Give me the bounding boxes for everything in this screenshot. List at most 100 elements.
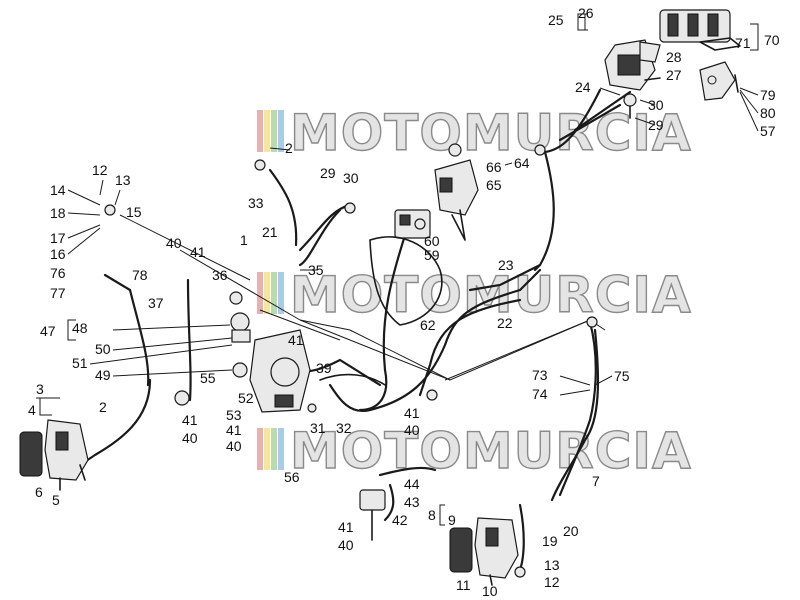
part-label-4: 4 [28, 402, 36, 418]
part-label-37: 37 [148, 295, 164, 311]
watermark-stripe-yellow [264, 428, 270, 470]
disc-outline [369, 236, 443, 326]
part-label-52: 52 [238, 390, 254, 406]
banjo-fitting [426, 389, 438, 401]
valve-port [399, 214, 411, 226]
bolt [79, 464, 86, 481]
part-label-77: 77 [50, 285, 66, 301]
part-number-labels: 25 26 70 71 28 27 24 30 29 79 80 57 2 64… [28, 5, 780, 599]
part-label-40: 40 [182, 430, 198, 446]
banjo-fitting [586, 316, 598, 328]
banjo-fitting [534, 144, 546, 156]
part-label-71: 71 [735, 35, 751, 51]
part-label-41: 41 [338, 519, 354, 535]
part-label-40: 40 [166, 235, 182, 251]
part-label-3: 3 [36, 381, 44, 397]
part-label-7: 7 [592, 473, 600, 489]
part-label-80: 80 [760, 105, 776, 121]
part-label-50: 50 [95, 341, 111, 357]
banjo-fitting [344, 202, 356, 214]
bracket-plate [699, 61, 736, 101]
caliper-pad [617, 54, 641, 76]
abs-bracket [434, 159, 479, 216]
part-label-16: 16 [50, 246, 66, 262]
hose-fittings [104, 144, 598, 578]
watermark-text: MOTOMURCIA [290, 422, 692, 480]
part-label-66: 66 [486, 159, 502, 175]
part-label-41: 41 [226, 422, 242, 438]
part-label-13: 13 [115, 172, 131, 188]
brake-pad [19, 431, 43, 477]
abs-connector [439, 177, 453, 193]
part-label-41: 41 [190, 244, 206, 260]
brake-disc [369, 236, 443, 326]
watermark-stripe-blue [278, 272, 284, 314]
part-label-17: 17 [50, 230, 66, 246]
part-label-31: 31 [310, 420, 326, 436]
bleed-fitting [623, 93, 637, 107]
part-label-13: 13 [544, 557, 560, 573]
caliper-piston [687, 13, 699, 37]
part-label-12: 12 [544, 574, 560, 590]
part-label-30: 30 [648, 97, 664, 113]
watermark-stripe-blue [278, 428, 284, 470]
watermark-bottom: MOTOMURCIA [257, 421, 692, 481]
part-label-73: 73 [532, 367, 548, 383]
part-label-2: 2 [285, 140, 293, 156]
bolt [734, 74, 739, 93]
part-label-10: 10 [482, 583, 498, 599]
banjo-fitting [104, 204, 116, 216]
part-label-22: 22 [497, 315, 513, 331]
part-label-74: 74 [532, 386, 548, 402]
label-brackets [36, 13, 759, 526]
part-label-18: 18 [50, 205, 66, 221]
valve-block [394, 209, 431, 239]
part-label-47: 47 [40, 323, 56, 339]
part-label-26: 26 [578, 5, 594, 21]
part-label-76: 76 [50, 265, 66, 281]
part-label-60: 60 [424, 233, 440, 249]
part-label-27: 27 [666, 67, 682, 83]
bracket-hole [707, 75, 717, 85]
watermark-text: MOTOMURCIA [290, 104, 692, 162]
part-label-75: 75 [614, 368, 630, 384]
banjo-fitting [514, 566, 526, 578]
front-master-cylinder [230, 312, 386, 413]
banjo-fitting [307, 403, 317, 413]
part-label-65: 65 [486, 177, 502, 193]
brake-lines [78, 88, 632, 572]
part-label-24: 24 [575, 79, 591, 95]
part-label-9: 9 [448, 512, 456, 528]
part-label-23: 23 [498, 257, 514, 273]
part-label-33: 33 [248, 195, 264, 211]
watermark-stripe-yellow [264, 110, 270, 152]
part-label-1: 1 [240, 232, 248, 248]
part-label-30: 30 [343, 170, 359, 186]
caliper-piston [667, 13, 679, 37]
part-label-56: 56 [284, 469, 300, 485]
watermark-stripe-yellow [264, 272, 270, 314]
part-label-49: 49 [95, 367, 111, 383]
part-label-36: 36 [212, 267, 228, 283]
watermark-stripe-green [271, 110, 277, 152]
lever-link [319, 373, 386, 386]
lower-distributor [359, 489, 386, 541]
part-label-78: 78 [132, 267, 148, 283]
part-label-40: 40 [338, 537, 354, 553]
caliper-body [474, 517, 519, 579]
part-label-41: 41 [404, 405, 420, 421]
reservoir-body [231, 329, 251, 343]
part-label-6: 6 [35, 484, 43, 500]
watermark-middle: MOTOMURCIA [257, 265, 691, 325]
abs-bracket-assembly [434, 143, 479, 241]
part-label-32: 32 [336, 420, 352, 436]
part-label-12: 12 [92, 162, 108, 178]
part-label-28: 28 [666, 49, 682, 65]
part-label-64: 64 [514, 155, 530, 171]
bolt [489, 574, 493, 586]
abs-hook [451, 209, 466, 241]
part-label-15: 15 [126, 204, 142, 220]
part-label-43: 43 [404, 494, 420, 510]
left-caliper-assembly [19, 419, 89, 491]
rear-caliper-assembly [604, 9, 741, 119]
